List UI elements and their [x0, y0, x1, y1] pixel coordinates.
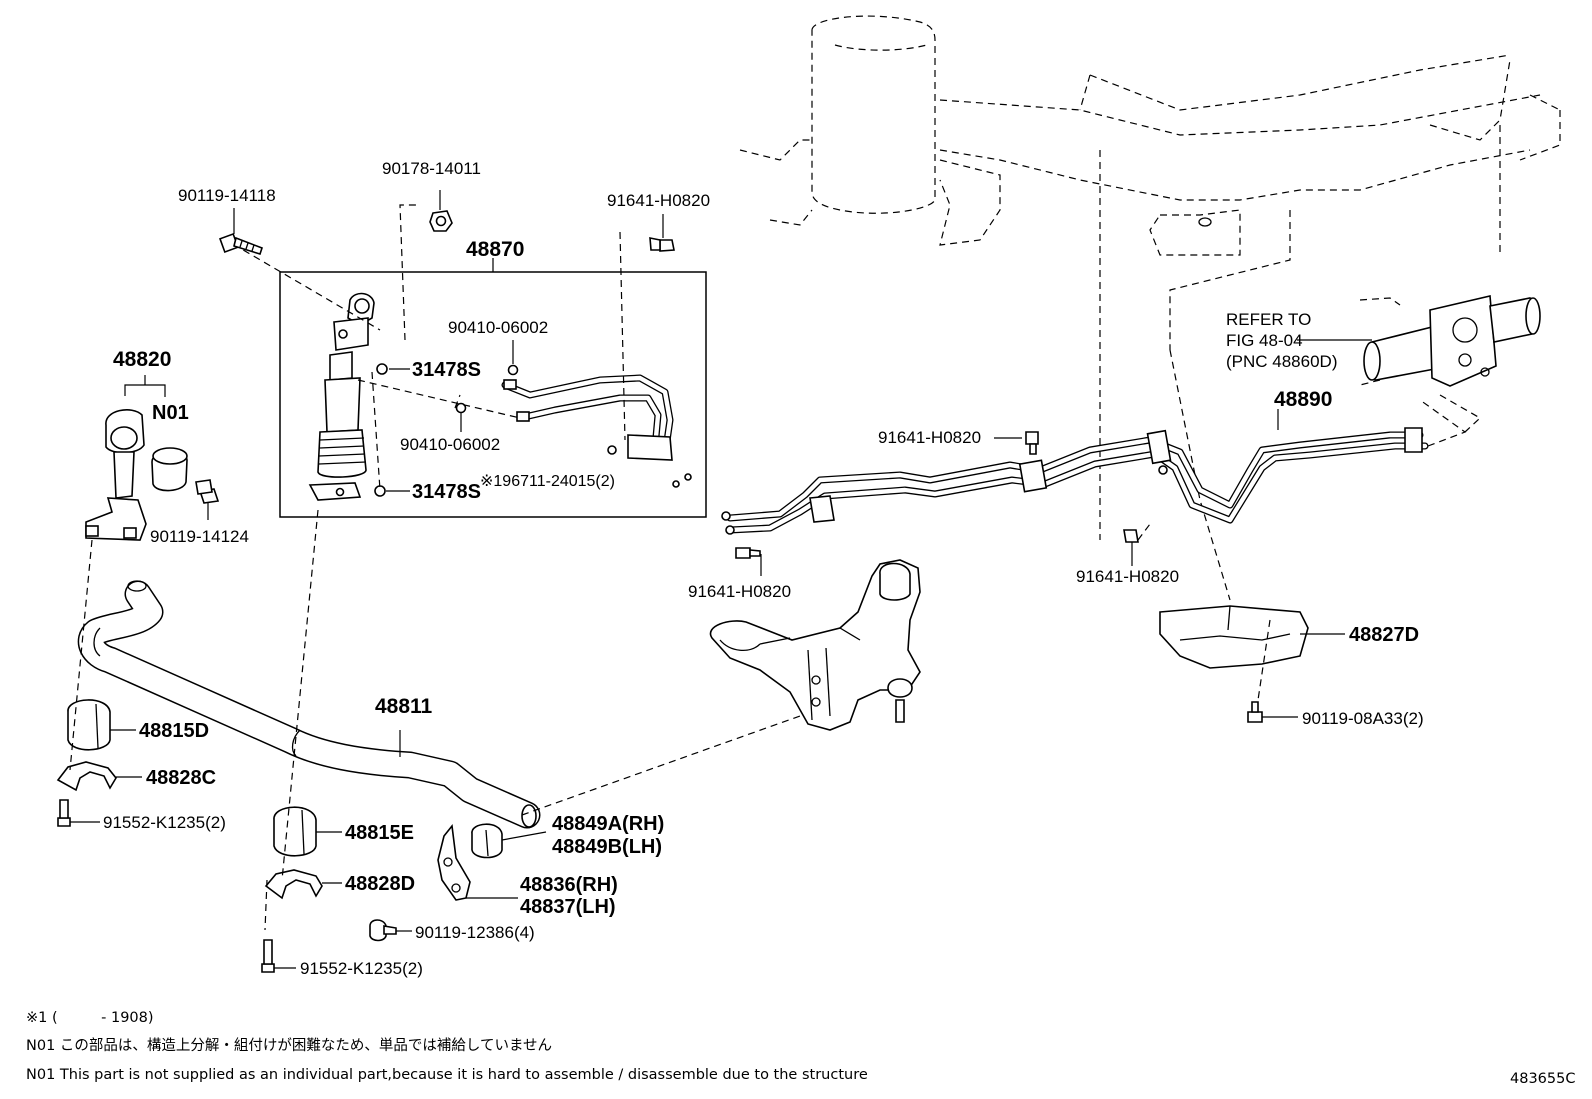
- note-line-2: N01 この部品は、構造上分解・組付けが困難なため、単品では補給していません: [26, 1037, 552, 1054]
- label-fig-48-04: FIG 48-04: [1226, 331, 1303, 350]
- vehicle-frame: [739, 15, 1561, 601]
- bolt-90119-14118: [219, 233, 264, 255]
- label-90119-12386: 90119-12386(4): [415, 923, 535, 942]
- label-90410-06002-upper: 90410-06002: [448, 318, 548, 337]
- bracket-48828d: [264, 869, 323, 900]
- nut-90410-lower: [455, 402, 467, 414]
- label-48836: 48836(RH): [520, 874, 618, 896]
- label-48815d: 48815D: [139, 720, 209, 742]
- valve-48860d: [1363, 295, 1541, 387]
- bolt-91641-h0820-top: [649, 237, 675, 252]
- bracket-48820: [85, 409, 147, 541]
- label-48890: 48890: [1274, 388, 1332, 411]
- bolt-90119-14124: [195, 479, 220, 504]
- label-90119-14118: 90119-14118: [178, 186, 276, 205]
- hose-assembly: [501, 374, 692, 488]
- label-48828c: 48828C: [146, 767, 216, 789]
- footnotes: ※1 ( - 1908) N01 この部品は、構造上分解・組付けが困難なため、単…: [26, 1010, 1575, 1087]
- label-n01: N01: [152, 402, 189, 424]
- nut-90178-14011: [429, 210, 453, 232]
- label-48820: 48820: [113, 348, 171, 371]
- bolt-91552-k1235-right: [261, 939, 275, 973]
- bolt-91641-h0820-right: [1123, 529, 1139, 543]
- label-31478s-lower: 31478S: [412, 481, 481, 503]
- bushing-48815e: [273, 806, 317, 857]
- lower-arm: [709, 559, 921, 731]
- label-91641-h0820-mid: 91641-H0820: [878, 428, 981, 447]
- protector-48827d: [1159, 605, 1309, 669]
- nut-90410-upper: [507, 364, 519, 376]
- label-91641-h0820-top: 91641-H0820: [607, 191, 710, 210]
- label-48815e: 48815E: [345, 822, 414, 844]
- label-90119-14124: 90119-14124: [150, 527, 249, 546]
- label-48827d: 48827D: [1349, 624, 1419, 646]
- bolt-91641-h0820-left: [735, 547, 761, 559]
- part-labels: 90119-14118 90178-14011 91641-H0820 4887…: [103, 159, 1424, 978]
- label-48828d: 48828D: [345, 873, 415, 895]
- bushing-48815d: [67, 699, 111, 751]
- label-48870: 48870: [466, 238, 524, 261]
- note-line-3: N01 This part is not supplied as an indi…: [26, 1067, 868, 1083]
- actuator-48870: [308, 292, 375, 501]
- label-91641-h0820-left: 91641-H0820: [688, 582, 791, 601]
- label-31478s-upper: 31478S: [412, 359, 481, 381]
- oring-31478s-upper: [376, 363, 388, 375]
- label-196711-24015: ※196711-24015(2): [480, 473, 615, 490]
- link-48836: [437, 824, 471, 901]
- label-pnc-48860d: (PNC 48860D): [1226, 352, 1338, 371]
- label-48849b: 48849B(LH): [552, 836, 662, 858]
- note-line-1: ※1 ( - 1908): [26, 1010, 154, 1026]
- bolt-91641-h0820-mid: [1025, 431, 1039, 455]
- label-91552-k1235-left: 91552-K1235(2): [103, 813, 226, 832]
- label-48811: 48811: [375, 695, 433, 718]
- label-48837: 48837(LH): [520, 896, 616, 918]
- label-91641-h0820-right: 91641-H0820: [1076, 567, 1179, 586]
- label-refer-to: REFER TO: [1226, 310, 1311, 329]
- bushing-48849: [471, 823, 503, 859]
- bolt-90119-12386: [369, 919, 397, 942]
- label-90178-14011: 90178-14011: [382, 159, 481, 178]
- label-90119-08a33: 90119-08A33(2): [1302, 709, 1424, 728]
- label-48849a: 48849A(RH): [552, 813, 664, 835]
- bushing-n01: [151, 447, 188, 492]
- label-90410-06002-lower: 90410-06002: [400, 435, 500, 454]
- bolt-90119-08a33: [1247, 701, 1263, 723]
- bracket-48828c: [56, 761, 117, 792]
- figure-id: 483655C: [1510, 1071, 1575, 1087]
- stabilizer-bar-48811: [77, 580, 541, 829]
- hydraulic-pipes: [721, 427, 1429, 535]
- oring-31478s-lower: [374, 485, 386, 497]
- label-91552-k1235-right: 91552-K1235(2): [300, 959, 423, 978]
- bolt-91552-k1235-left: [57, 799, 71, 827]
